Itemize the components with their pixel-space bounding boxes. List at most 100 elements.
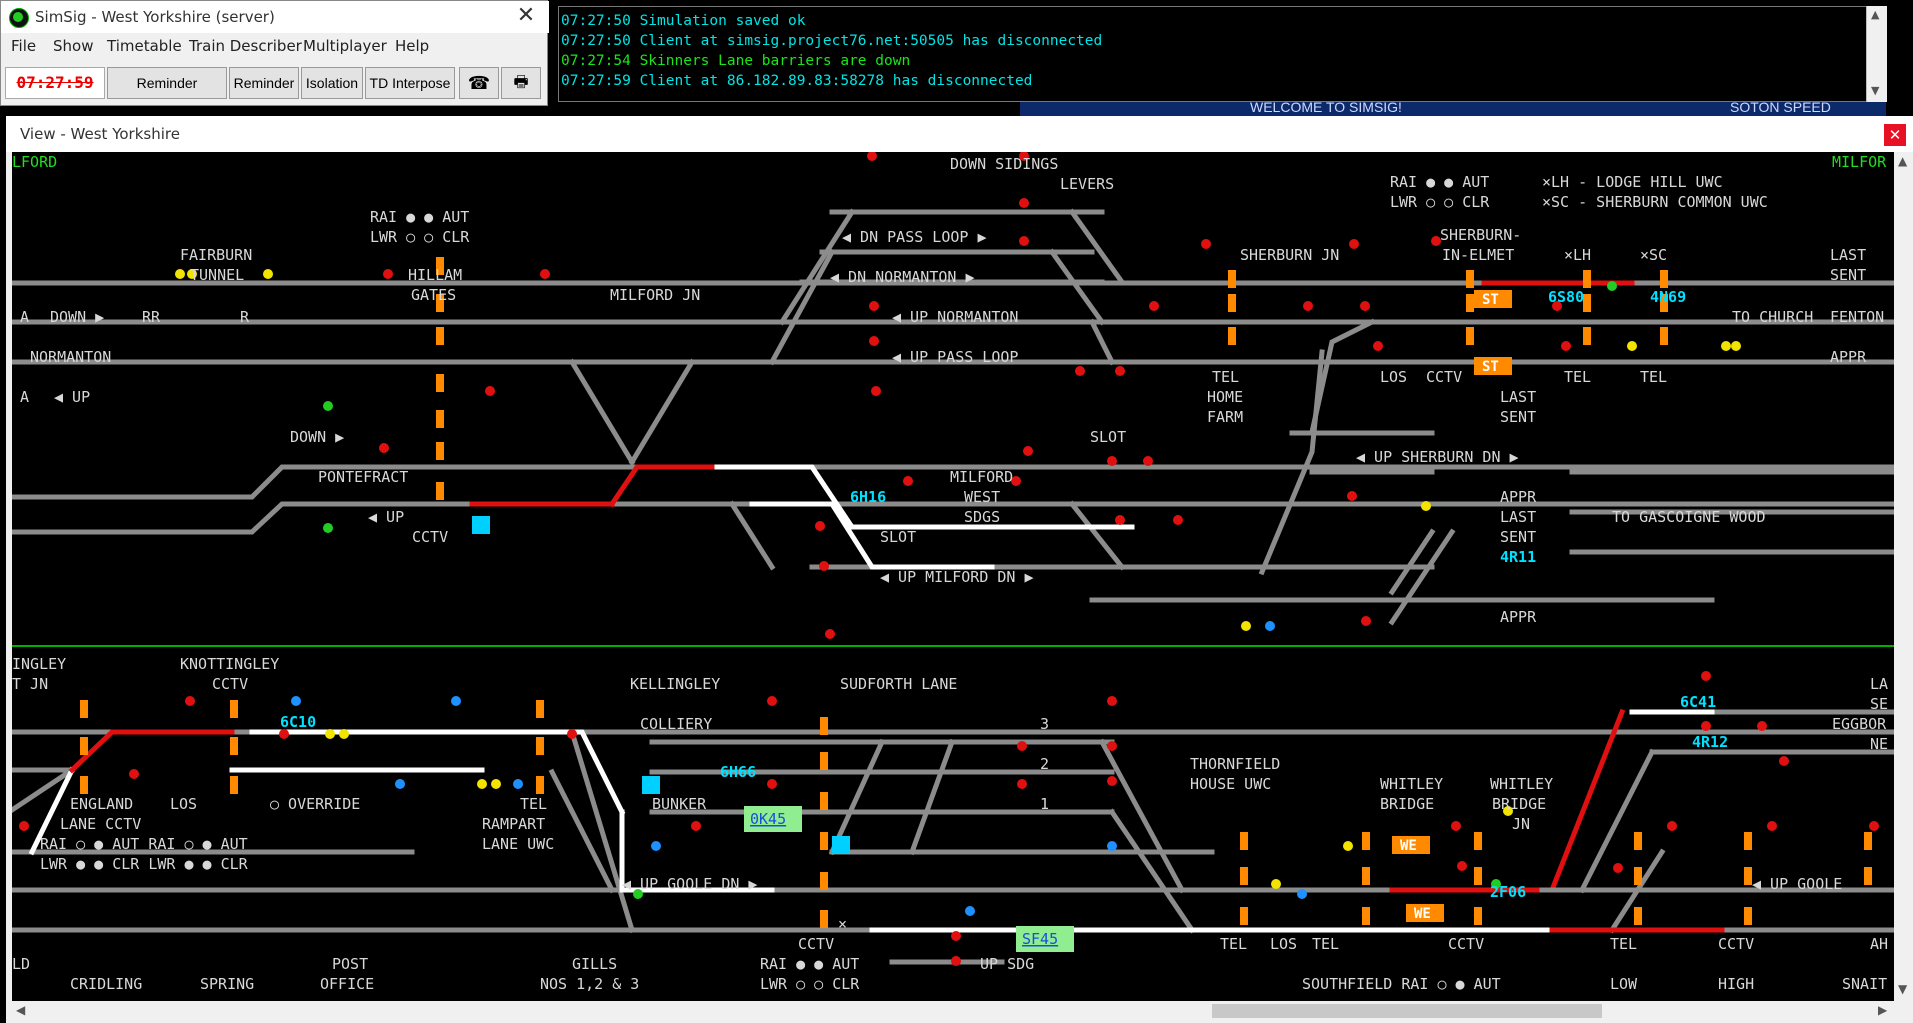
signal-red [1149,301,1159,311]
track-section [908,738,956,856]
track-section [768,248,836,366]
barrier-post [1660,270,1668,288]
diagram-label: LWR ○ ○ CLR [760,975,860,993]
diagram-label: ◀ UP [54,388,90,406]
signal-green [323,401,333,411]
scroll-left-icon[interactable]: ◀ [16,1003,26,1017]
diagram-label: LAST [1500,388,1536,406]
signal-red [1017,741,1027,751]
scroll-down-icon[interactable]: ▼ [1871,84,1880,97]
signal-red [1361,616,1371,626]
crossing-square [832,836,850,854]
message-line: 07:27:50 Client at simsig.project76.net:… [561,33,1103,49]
scroll-up-icon[interactable]: ▲ [1871,8,1880,21]
main-title-bar[interactable]: SimSig - West Yorkshire (server) ✕ [1,1,549,33]
diagram-label: GATES [411,286,456,304]
signal-red [819,561,829,571]
menu-show[interactable]: Show [53,37,94,55]
diagram-label: FAIRBURN [180,246,252,264]
reminder-override-button[interactable]: Reminder Override [107,67,227,121]
message-log[interactable]: 07:27:50 Simulation saved ok 07:27:50 Cl… [558,6,1886,102]
signal-red [1107,696,1117,706]
signal-red [19,821,29,831]
menu-help[interactable]: Help [395,37,430,55]
barrier-post [1362,832,1370,850]
signal-red [1019,236,1029,246]
reminder-button[interactable]: Reminder [229,67,299,99]
signal-red [767,779,777,789]
scroll-right-icon[interactable]: ▶ [1878,1003,1888,1017]
td-interpose-button[interactable]: TD Interpose [365,67,455,99]
occupied-section [68,729,235,774]
message-scrollbar[interactable]: ▲ ▼ [1866,6,1887,102]
diagram-label: SENT [1830,266,1866,284]
signal-red [1457,861,1467,871]
signal-blue [513,779,523,789]
printer-icon[interactable]: 🖶 [501,67,541,99]
diagram-label: LD [12,955,30,973]
barrier-post [820,717,828,735]
diagram-label: BUNKER [652,795,707,813]
menu-timetable[interactable]: Timetable [107,37,182,55]
welcome-text: WELCOME TO SIMSIG! [1250,102,1402,115]
track-section [1608,848,1666,934]
barrier-post [536,737,544,755]
signal-red [1613,863,1623,873]
view-horizontal-scrollbar[interactable]: ◀ ▶ [12,1001,1894,1021]
diagram-label: TO GASCOIGNE WOOD [1612,508,1766,526]
diagram-label: BRIDGE [1492,795,1546,813]
diagram-label: LWR ● ● CLR LWR ● ● CLR [40,855,249,873]
barrier-post [1864,867,1872,885]
view-title-bar[interactable]: View - West Yorkshire [6,116,1913,152]
signal-red [1561,341,1571,351]
signal-yellow [187,269,197,279]
diagram-label: DOWN SIDINGS [950,155,1058,173]
diagram-label: TEL [1212,368,1239,386]
menu-train-describer[interactable]: Train Describer [189,37,302,55]
diagram-label: NOS 1,2 & 3 [540,975,639,993]
signal-yellow [1731,341,1741,351]
barrier-post [436,257,444,275]
barrier-post [1583,327,1591,345]
diagram-label: TEL [1610,935,1637,953]
scroll-down-icon[interactable]: ▼ [1898,982,1908,996]
track-section [778,208,856,326]
menu-file[interactable]: File [11,37,37,55]
barrier-post [1583,294,1591,312]
view-vertical-scrollbar[interactable]: ▲ ▼ [1894,152,1913,1001]
barrier-post [1744,867,1752,885]
diagram-label: SENT [1500,408,1536,426]
signal-green [633,889,643,899]
barrier-post [1634,907,1642,925]
signal-red [1552,301,1562,311]
diagram-label: NORMANTON [30,348,111,366]
diagram-label: JN [1512,815,1530,833]
menu-multiplayer[interactable]: Multiplayer [303,37,387,55]
signal-red [1347,491,1357,501]
signal-yellow [325,729,335,739]
isolation-button[interactable]: Isolation [301,67,363,99]
barrier-post [436,482,444,500]
scroll-up-icon[interactable]: ▲ [1898,154,1908,168]
signal-red [1017,779,1027,789]
diagram-label: UP SDG [980,955,1034,973]
diagram-label: LANE UWC [482,835,554,853]
close-icon[interactable]: ✕ [516,3,536,28]
td-box-label: SF45 [1022,930,1058,948]
background-window-strip: WELCOME TO SIMSIG! SOTON SPEED [1020,102,1886,116]
sim-clock[interactable]: 07:27:59 [5,67,105,99]
main-window: SimSig - West Yorkshire (server) ✕ File … [0,0,549,121]
horizontal-scroll-thumb[interactable] [1212,1004,1602,1018]
route-set-section [709,464,1135,530]
telephone-icon[interactable]: ☎ [459,67,499,99]
diagram-label: FENTON [1830,308,1884,326]
barrier-tag-box [1474,290,1512,308]
signal-red [1303,301,1313,311]
view-close-icon[interactable]: ✕ [1884,124,1906,146]
diagram-label: LWR ○ ○ CLR [370,228,470,246]
signal-red [1869,821,1879,831]
diagram-label: FARM [1207,408,1243,426]
diagram-label: APPR [1830,348,1867,366]
